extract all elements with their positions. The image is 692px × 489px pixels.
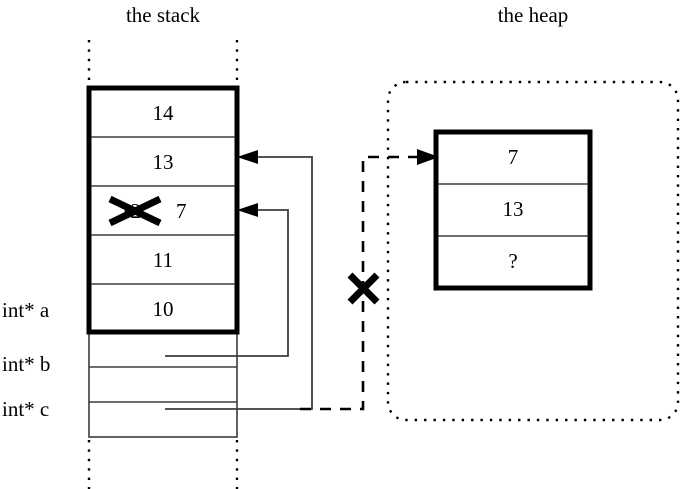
stack-cell-value-11: 11 bbox=[152, 248, 174, 272]
heap-title: the heap bbox=[497, 3, 569, 27]
pointer-b-arrowhead bbox=[237, 203, 258, 217]
heap-cell-value-unknown: ? bbox=[508, 249, 518, 273]
heap-region-boundary bbox=[386, 80, 680, 422]
overwritten-value-x-mark bbox=[108, 195, 162, 227]
stack-cell-value-7-new: 7 bbox=[176, 199, 187, 223]
stack-cell-value-10: 10 bbox=[152, 297, 174, 321]
variable-label-int-b: int* b bbox=[2, 352, 51, 376]
pointer-b-connector bbox=[165, 209, 289, 357]
stack-cell-value-14: 14 bbox=[152, 101, 174, 125]
pointer-c-arrowhead bbox=[237, 150, 258, 164]
stack-active-frame bbox=[86, 85, 240, 335]
dangling-pointer-x-mark bbox=[347, 272, 380, 305]
heap-cell-value-7: 7 bbox=[507, 145, 519, 169]
stack-title: the stack bbox=[125, 3, 201, 27]
dangling-heap-pointer bbox=[300, 155, 425, 411]
variable-label-int-c: int* c bbox=[2, 397, 50, 421]
stack-cell-value-13: 13 bbox=[152, 150, 174, 174]
variable-label-int-a: int* a bbox=[2, 298, 50, 322]
stack-cell-value-12-struck: 12 bbox=[120, 199, 141, 223]
pointer-c-connector bbox=[165, 156, 313, 410]
heap-cell-value-13: 13 bbox=[502, 197, 524, 221]
dangling-heap-arrowhead bbox=[417, 149, 439, 165]
stack-inactive-region bbox=[88, 331, 238, 438]
heap-block bbox=[433, 129, 593, 291]
